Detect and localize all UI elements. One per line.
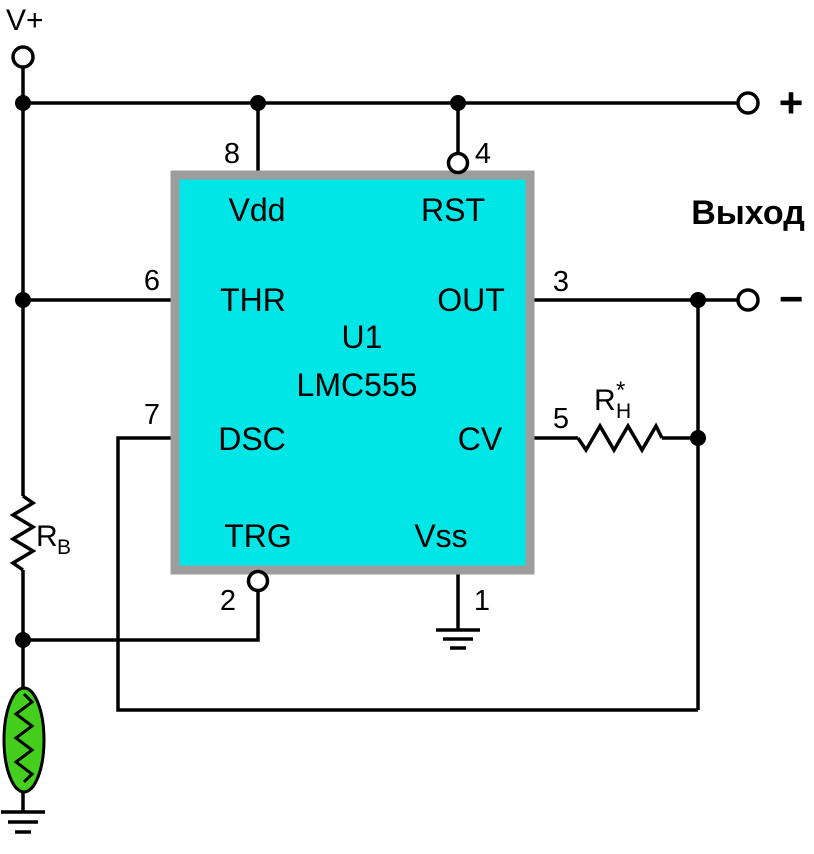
pin-number-5: 5 [553, 403, 569, 435]
ground-icon-vss [436, 628, 480, 650]
pin-number-6: 6 [144, 265, 160, 297]
rh-subscript: H [616, 400, 631, 423]
pin-label-vdd: Vdd [229, 192, 286, 228]
pin-label-rst: RST [421, 192, 485, 228]
junction-dot [15, 292, 31, 308]
pin-number-7: 7 [144, 399, 160, 431]
rh-label: R * H [594, 377, 631, 423]
terminal-plus-label: + [779, 79, 804, 126]
trg-inverting-bubble [246, 569, 270, 593]
rb-subscript: B [57, 536, 71, 559]
wire-trg [23, 591, 260, 642]
ground-icon-left [1, 810, 45, 834]
rh-superscript: * [616, 377, 625, 404]
ic-u1 [170, 170, 535, 575]
ic-part-number: LMC555 [297, 367, 418, 403]
rb-prefix: R [36, 520, 58, 553]
pin-label-vss: Vss [414, 518, 467, 554]
pin-label-dsc: DSC [218, 421, 286, 457]
junction-dot [15, 632, 31, 648]
junction-dot [250, 95, 266, 111]
pin-number-8: 8 [224, 138, 240, 170]
junction-dot [690, 430, 706, 446]
terminal-minus [736, 288, 760, 312]
terminal-plus [736, 91, 760, 115]
photoresistor-element [13, 692, 35, 784]
pin-number-1: 1 [474, 585, 490, 617]
pin-number-2: 2 [220, 585, 236, 617]
pin-label-thr: THR [220, 282, 286, 318]
junction-dot [15, 95, 31, 111]
pin-label-cv: CV [458, 421, 503, 457]
pin-label-out: OUT [437, 282, 505, 318]
pin-number-4: 4 [475, 138, 491, 170]
terminal-minus-label: − [779, 275, 804, 322]
resistor-rb [9, 494, 37, 572]
ic-body-border [170, 170, 535, 575]
output-title: Выход [691, 194, 805, 232]
photoresistor-body [2, 686, 46, 794]
pin-label-trg: TRG [224, 518, 292, 554]
rst-inverting-bubble [446, 151, 470, 175]
junction-dot [450, 95, 466, 111]
junction-dots [15, 95, 706, 648]
wire-dsc-loop [116, 436, 698, 712]
terminal-vplus [11, 45, 35, 69]
rb-label: R B [36, 520, 71, 559]
ic-refdes: U1 [342, 319, 383, 355]
supply-label: V+ [6, 4, 44, 37]
resistor-rh [576, 422, 664, 454]
rh-prefix: R [594, 384, 616, 417]
junction-dot [690, 292, 706, 308]
photoresistor [2, 686, 46, 794]
pin-number-3: 3 [553, 266, 569, 298]
ic-body-fill [175, 175, 530, 570]
